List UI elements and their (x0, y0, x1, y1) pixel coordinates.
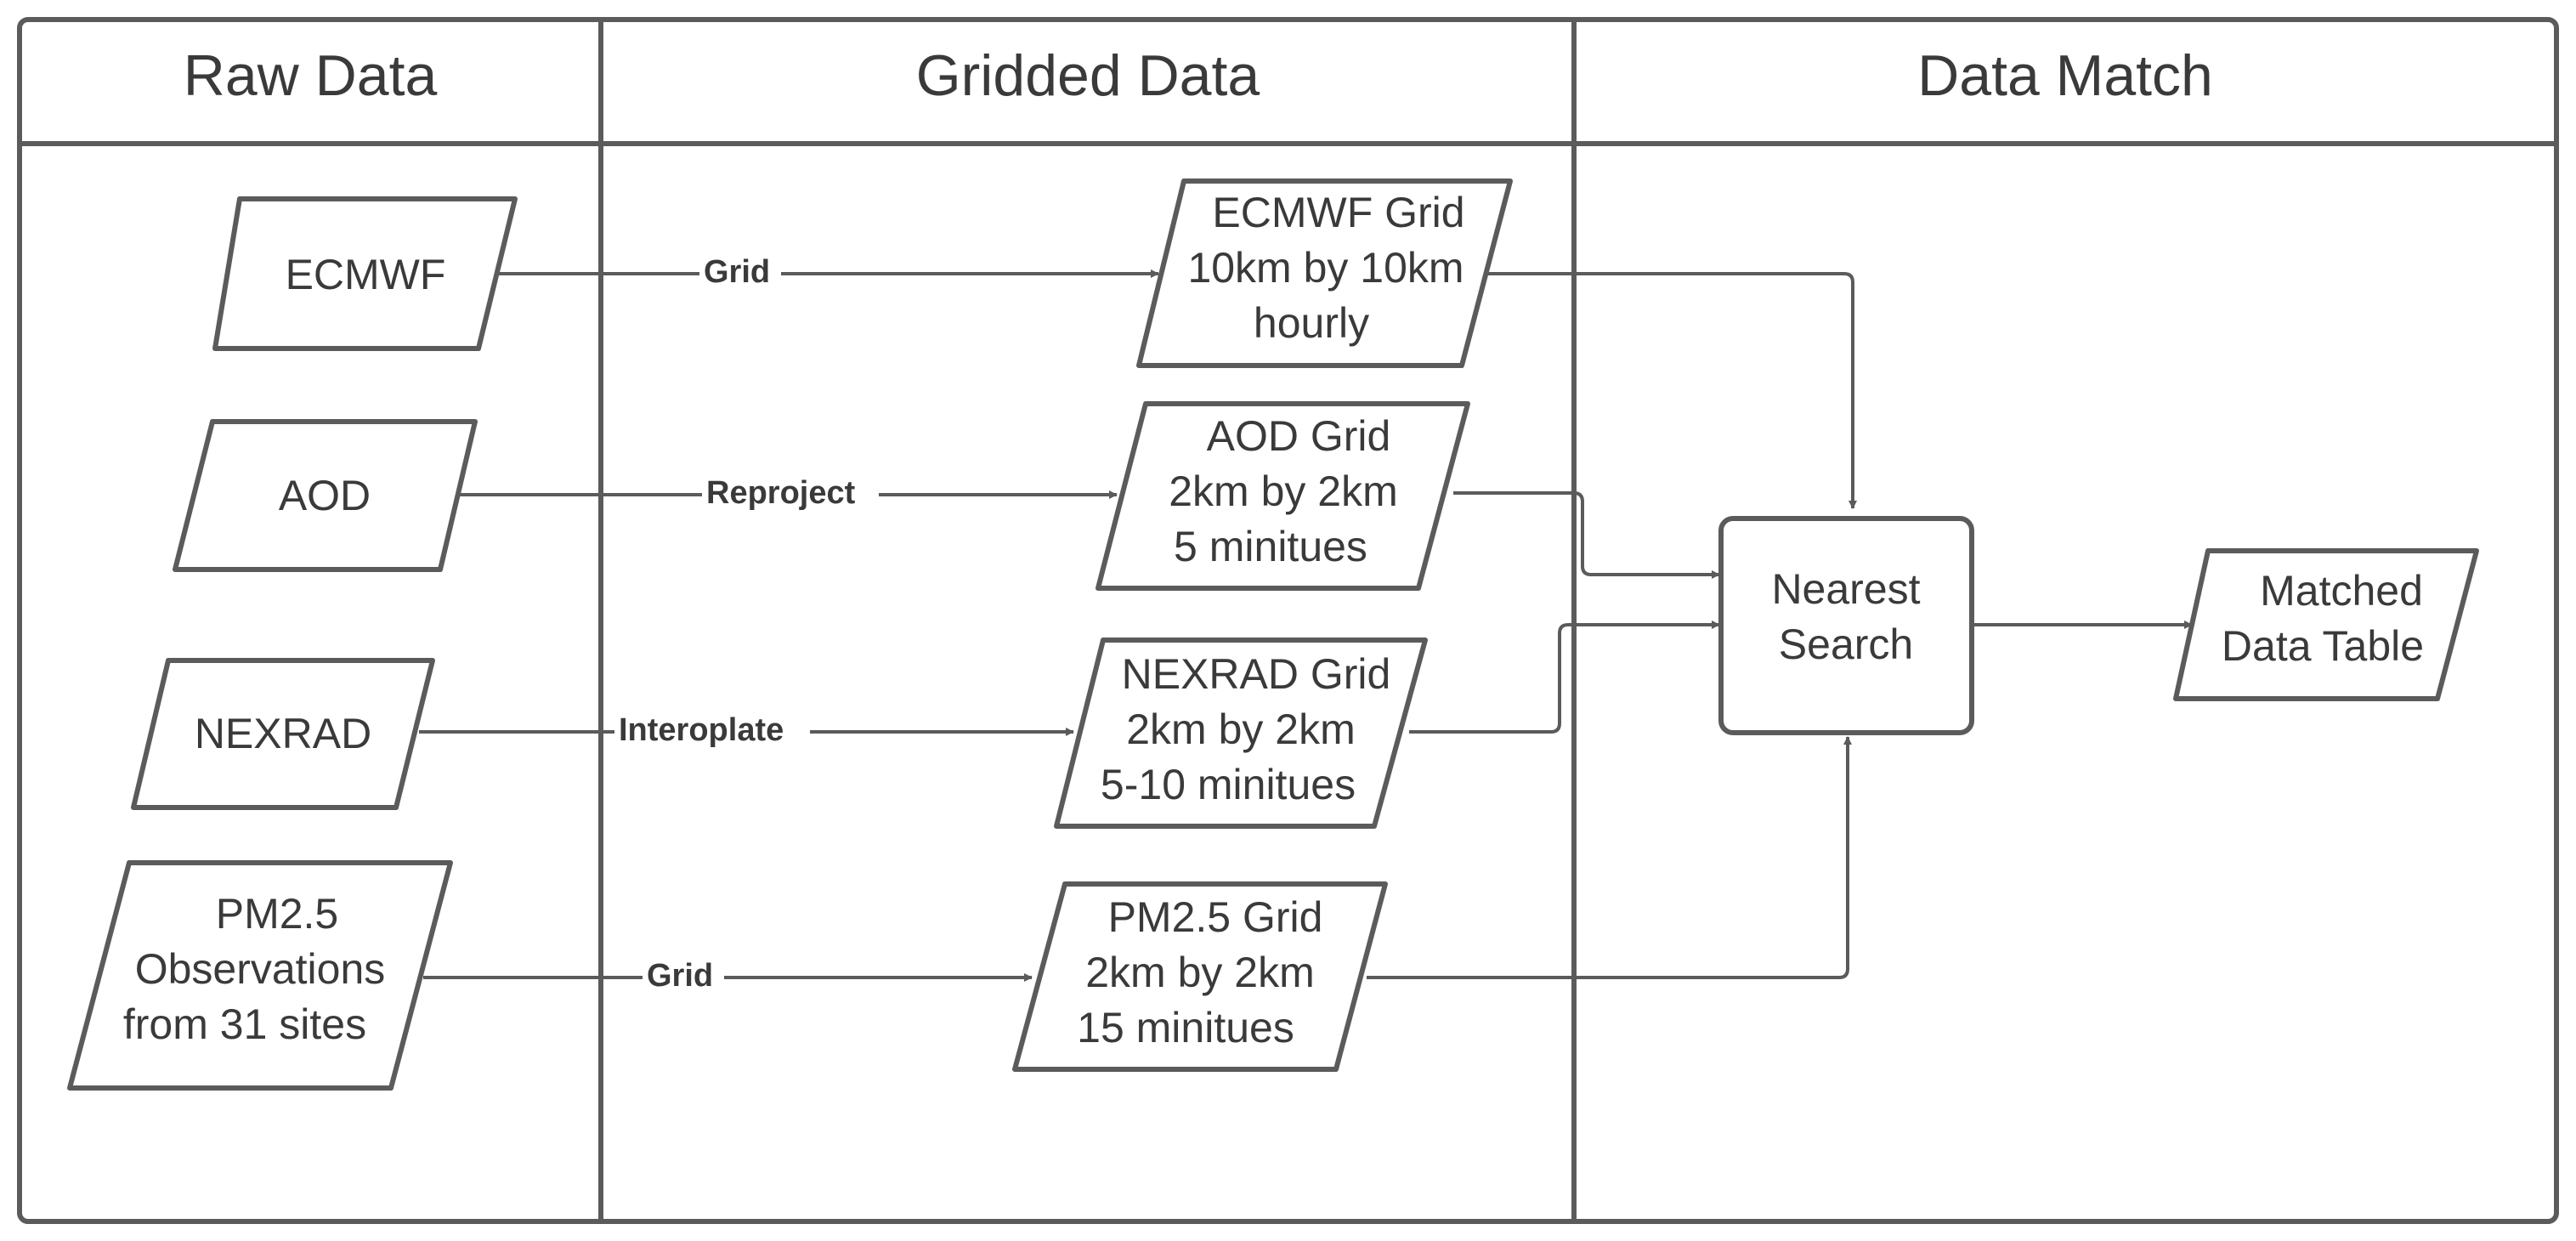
svg-text:2km by 2km: 2km by 2km (1126, 706, 1356, 753)
svg-text:ECMWF: ECMWF (286, 251, 446, 298)
svg-text:Search: Search (1779, 620, 1913, 668)
node-pm25-observations: PM2.5 Observations from 31 sites (67, 860, 453, 1091)
svg-text:PM2.5 Grid: PM2.5 Grid (1108, 893, 1323, 941)
svg-text:Interoplate: Interoplate (619, 712, 784, 748)
svg-text:Reproject: Reproject (706, 475, 856, 511)
edge-label-grid-1: Grid (699, 252, 781, 291)
node-pm25-grid: PM2.5 Grid 2km by 2km 15 minitues (1012, 881, 1388, 1072)
svg-text:Observations: Observations (135, 945, 386, 993)
svg-text:Grid: Grid (647, 958, 713, 994)
svg-text:AOD Grid: AOD Grid (1207, 412, 1391, 460)
node-nexrad-grid: NEXRAD Grid 2km by 2km 5-10 minitues (1054, 638, 1428, 829)
svg-text:Grid: Grid (704, 254, 770, 290)
node-ecmwf: ECMWF (212, 196, 518, 351)
svg-text:5-10 minitues: 5-10 minitues (1101, 761, 1356, 808)
svg-text:15 minitues: 15 minitues (1077, 1004, 1294, 1051)
node-nexrad: NEXRAD (131, 658, 435, 810)
svg-text:NEXRAD: NEXRAD (195, 710, 371, 757)
arrow-ecmwf-grid-to-search (1475, 272, 1857, 509)
edge-label-grid-2: Grid (643, 955, 724, 994)
edge-label-interoplate: Interoplate (614, 710, 810, 749)
connectors (419, 269, 2193, 982)
lane-title-raw-data: Raw Data (184, 43, 438, 108)
node-nearest-search: Nearest Search (1718, 516, 1974, 735)
svg-text:AOD: AOD (279, 472, 371, 519)
outer-border (17, 17, 2559, 1224)
svg-text:hourly: hourly (1254, 299, 1369, 347)
node-aod: AOD (173, 419, 478, 572)
node-aod-grid: AOD Grid 2km by 2km 5 minitues (1096, 401, 1470, 591)
svg-text:2km by 2km: 2km by 2km (1169, 468, 1398, 515)
arrow-aod-grid-to-search (1453, 491, 1720, 579)
arrow-nexrad-grid-to-search (1409, 620, 1720, 734)
svg-text:Data Table: Data Table (2222, 622, 2424, 670)
edge-label-reproject: Reproject (702, 473, 879, 512)
lane-title-gridded-data: Gridded Data (916, 43, 1260, 108)
lane-title-data-match: Data Match (1917, 43, 2213, 108)
svg-text:from 31 sites: from 31 sites (123, 1000, 366, 1048)
arrow-pm25-grid-to-search (1367, 736, 1852, 979)
swimlane-frame (17, 17, 2559, 1224)
node-matched-data-table: Matched Data Table (2173, 548, 2479, 701)
svg-text:10km by 10km: 10km by 10km (1187, 244, 1464, 292)
svg-text:Nearest: Nearest (1771, 565, 1920, 613)
svg-text:2km by 2km: 2km by 2km (1085, 949, 1315, 996)
svg-text:PM2.5: PM2.5 (216, 890, 339, 938)
svg-text:NEXRAD Grid: NEXRAD Grid (1122, 650, 1391, 698)
svg-text:5 minitues: 5 minitues (1174, 523, 1367, 570)
node-ecmwf-grid: ECMWF Grid 10km by 10km hourly (1136, 178, 1513, 368)
svg-text:Matched: Matched (2260, 567, 2423, 615)
svg-text:ECMWF Grid: ECMWF Grid (1212, 189, 1464, 236)
